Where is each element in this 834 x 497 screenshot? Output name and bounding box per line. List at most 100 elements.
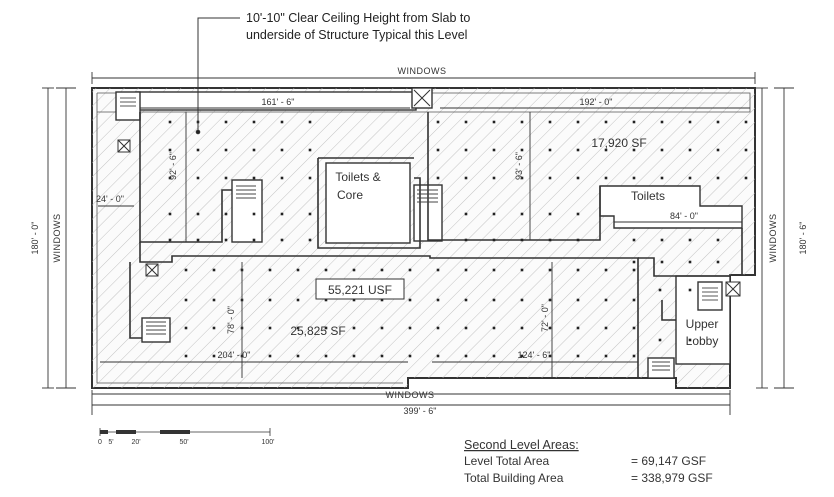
stair-left [231,179,263,243]
column-marker [324,268,328,272]
column-marker [252,120,256,124]
column-marker [352,354,356,358]
column-marker [212,268,216,272]
windows-label-right: WINDOWS [768,214,778,263]
column-marker [196,238,200,242]
column-marker [520,354,524,358]
column-marker [408,326,412,330]
column-marker [280,212,284,216]
dim-top-right-span: 192' - 0" [580,97,613,107]
column-marker [436,148,440,152]
windows-label-bottom: WINDOWS [386,390,435,400]
column-marker [252,238,256,242]
column-marker [252,176,256,180]
dim-stair-width: 24' - 0" [96,194,124,204]
column-marker [380,298,384,302]
scale-label-50: 50' [179,439,188,446]
column-marker [632,238,636,242]
column-marker [352,268,356,272]
dim-lower-right-depth: 72' - 0" [540,304,550,332]
column-marker [632,298,636,302]
column-marker [548,212,552,216]
dim-lower-left-depth: 78' - 0" [226,306,236,334]
column-marker [744,120,748,124]
column-marker [548,268,552,272]
column-marker [436,268,440,272]
column-marker [324,354,328,358]
column-marker [548,148,552,152]
ceiling-height-note-line1: 10'-10" Clear Ceiling Height from Slab t… [246,11,470,25]
column-marker [252,148,256,152]
column-marker [604,298,608,302]
column-marker [604,326,608,330]
column-marker [520,212,524,216]
column-marker [324,326,328,330]
column-marker [744,176,748,180]
column-marker [308,212,312,216]
column-marker [184,268,188,272]
column-marker [308,148,312,152]
stair-bottom-right [647,357,675,379]
dim-lower-left-span: 204' - 0" [218,350,251,360]
summary-row-label: Total Building Area [464,471,564,485]
column-marker [380,354,384,358]
dim-overall-width: 399' - 6" [404,406,437,416]
column-marker [576,120,580,124]
column-marker [492,176,496,180]
column-marker [168,238,172,242]
column-marker [604,176,608,180]
column-marker [492,354,496,358]
column-marker [632,176,636,180]
column-marker [576,268,580,272]
column-marker [632,354,636,358]
column-marker [252,212,256,216]
column-marker [464,268,468,272]
area-tenant-a: 17,920 SF [591,136,646,150]
column-marker [548,298,552,302]
column-marker [632,120,636,124]
dim-top-left-span: 161' - 6" [262,97,295,107]
column-marker [436,120,440,124]
column-marker [212,354,216,358]
column-marker [520,176,524,180]
column-marker [576,148,580,152]
room-upper-lobby-line1: Upper [686,317,719,331]
column-marker [632,268,636,272]
column-marker [296,268,300,272]
column-marker [196,176,200,180]
column-marker [464,238,468,242]
column-marker [436,298,440,302]
column-marker [548,120,552,124]
column-marker [308,176,312,180]
column-marker [464,212,468,216]
column-marker [492,120,496,124]
summary-heading: Second Level Areas: [464,438,579,452]
column-marker [576,326,580,330]
column-marker [436,176,440,180]
column-marker [224,120,228,124]
scale-label-5: 5' [108,439,113,446]
column-marker [744,148,748,152]
column-marker [464,354,468,358]
column-marker [168,212,172,216]
column-marker [576,298,580,302]
column-marker [280,238,284,242]
column-marker [380,326,384,330]
column-marker [716,260,720,264]
column-marker [492,326,496,330]
column-marker [224,238,228,242]
column-marker [604,120,608,124]
column-marker [604,268,608,272]
column-marker [268,298,272,302]
column-marker [184,298,188,302]
column-marker [308,238,312,242]
column-marker [268,268,272,272]
dim-lobby-span: 84' - 0" [670,211,698,221]
dim-mid-depth: 93' - 6" [514,152,524,180]
column-marker [576,212,580,216]
column-marker [658,338,662,342]
column-marker [464,298,468,302]
column-marker [688,148,692,152]
dim-left-depth: 92' - 6" [168,152,178,180]
